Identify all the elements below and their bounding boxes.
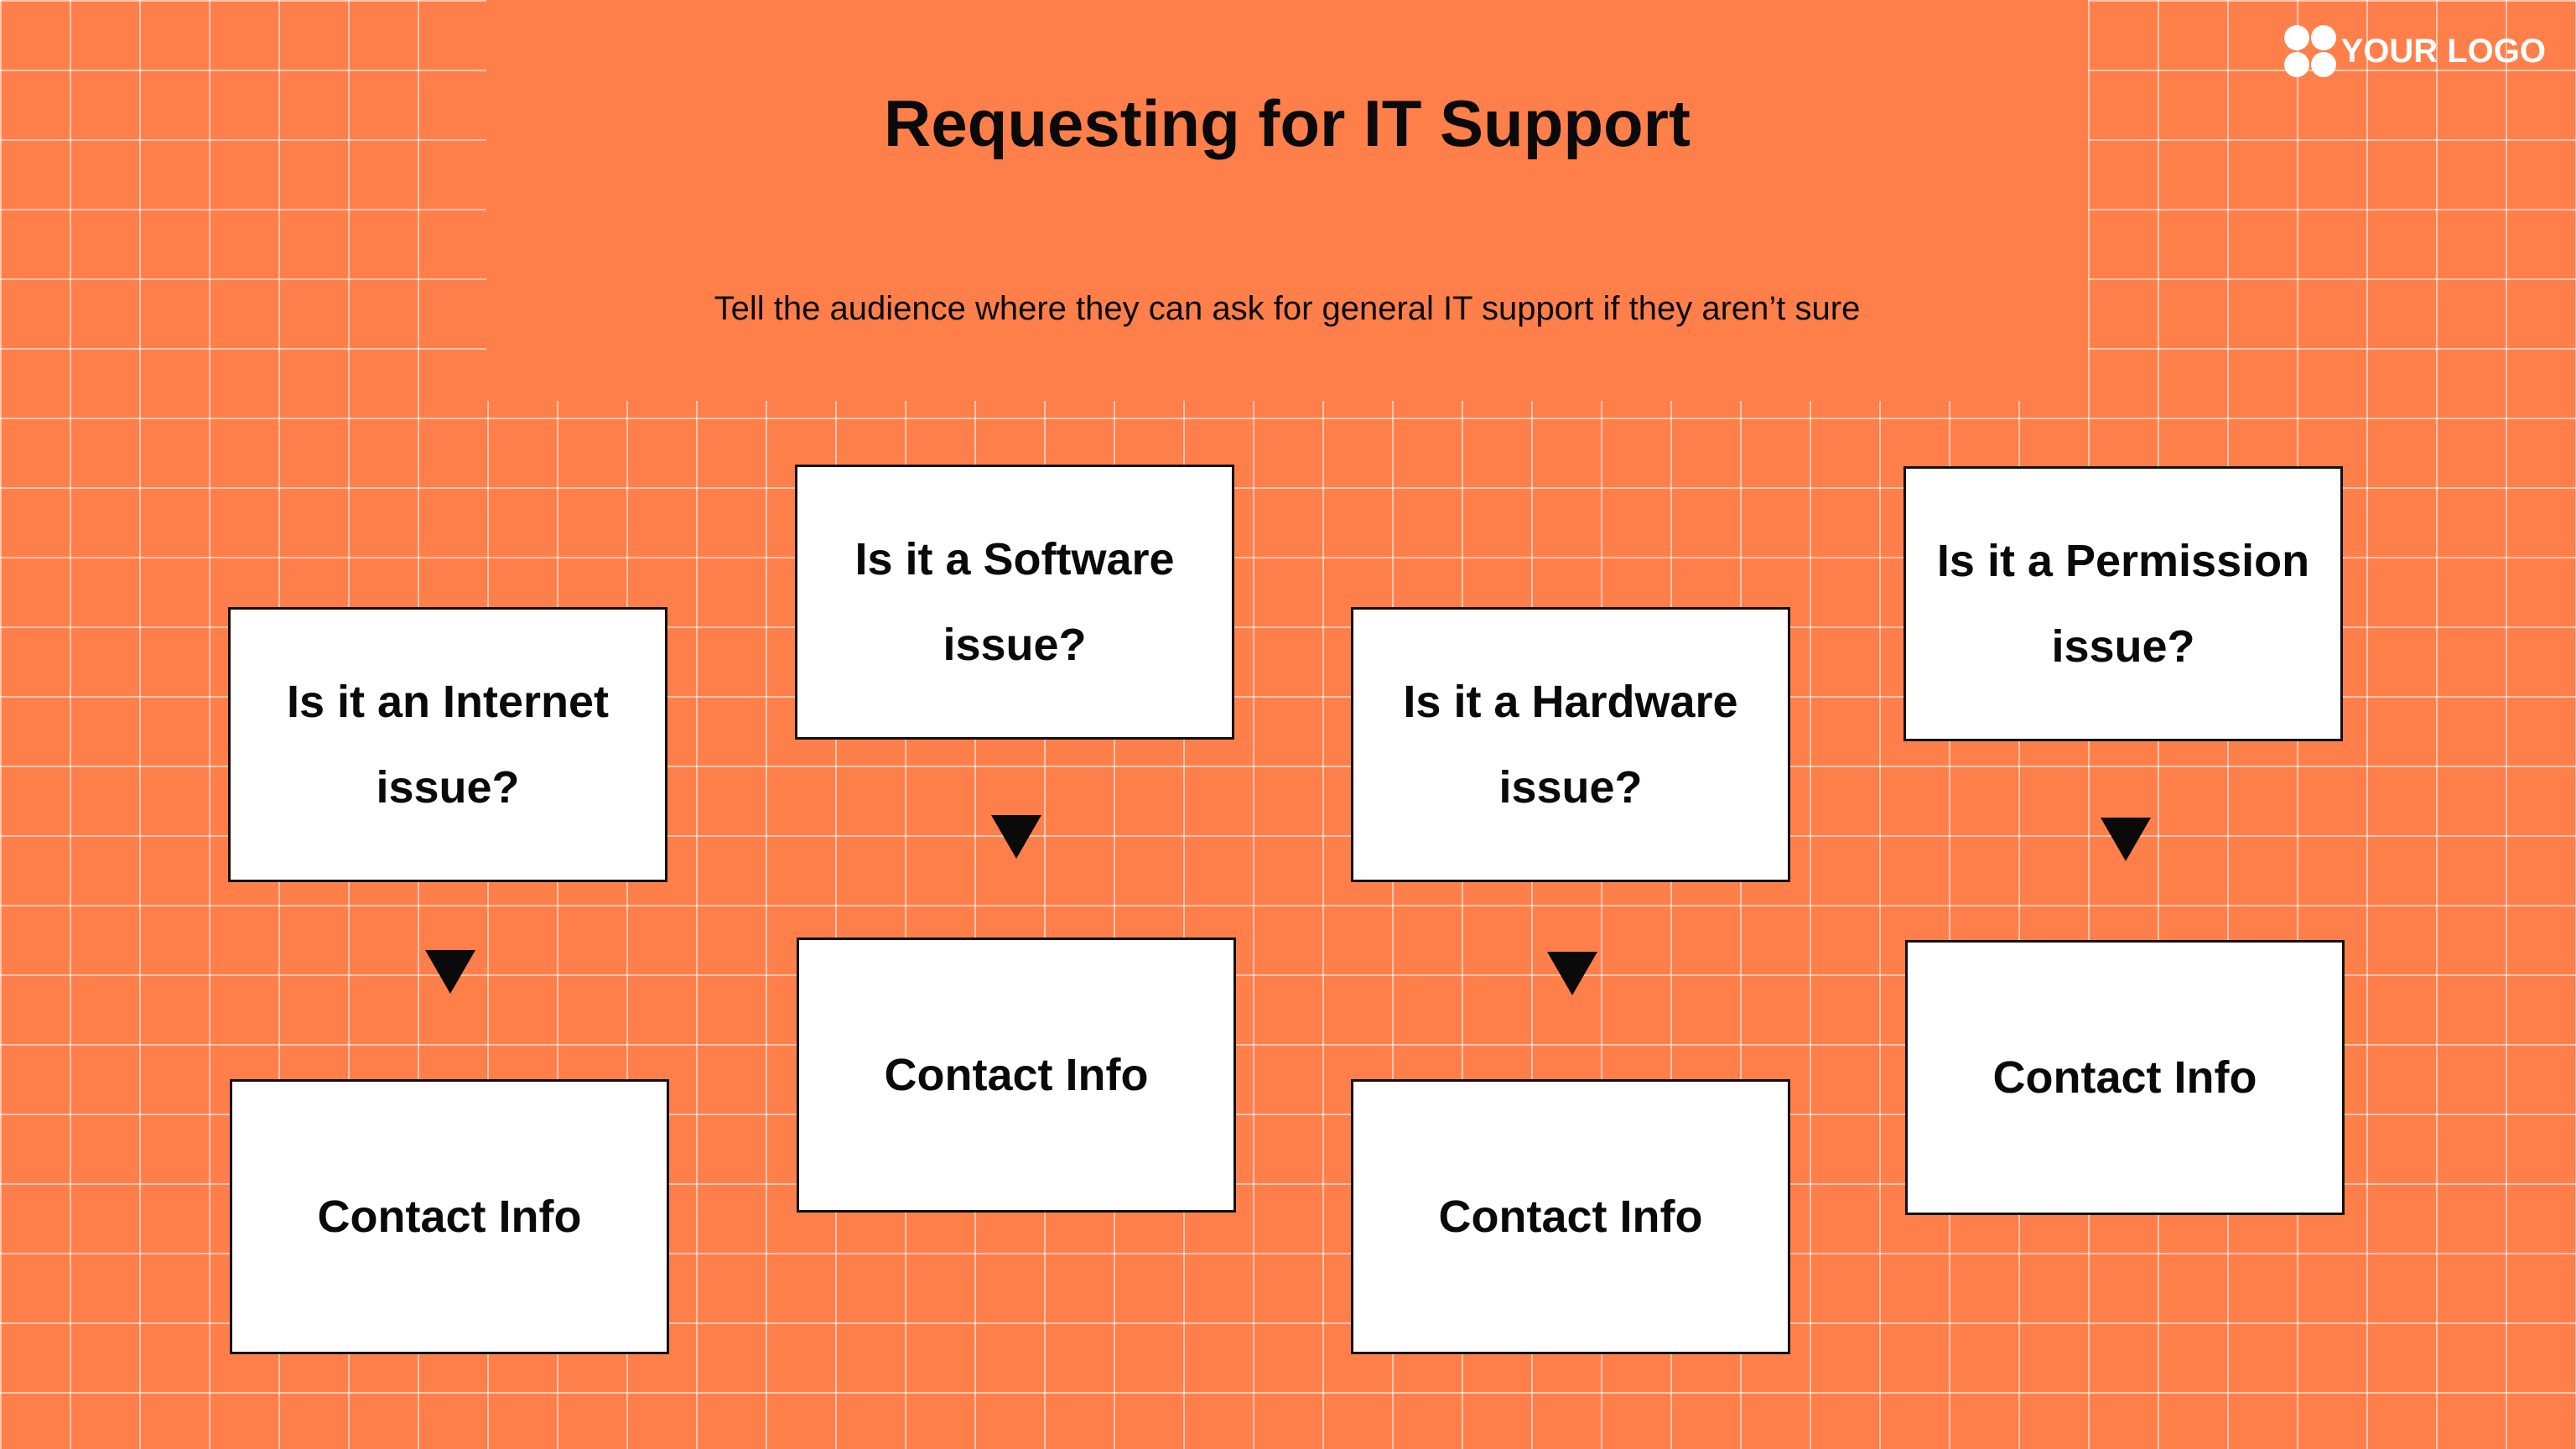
question-box-hardware: Is it a Hardware issue? — [1351, 607, 1790, 882]
down-arrow-icon — [2101, 818, 2151, 861]
contact-text: Contact Info — [1438, 1192, 1703, 1242]
contact-text: Contact Info — [1992, 1052, 2257, 1103]
question-text: Is it an Internet issue? — [286, 677, 610, 813]
down-arrow-icon — [991, 815, 1041, 859]
down-arrow-icon — [1547, 952, 1597, 995]
contact-text: Contact Info — [884, 1050, 1149, 1100]
page-title: Requesting for IT Support — [884, 86, 1690, 160]
question-box-software: Is it a Software issue? — [795, 465, 1234, 740]
page-subtitle: Tell the audience where they can ask for… — [714, 290, 1861, 327]
logo: YOUR LOGO — [2283, 25, 2546, 77]
contact-box-permission: Contact Info — [1905, 940, 2345, 1215]
contact-box-hardware: Contact Info — [1351, 1079, 1790, 1354]
question-text: Is it a Hardware issue? — [1403, 677, 1738, 813]
question-text: Is it a Software issue? — [854, 534, 1175, 670]
title-band: Requesting for IT Support Tell the audie… — [486, 0, 2088, 401]
contact-box-internet: Contact Info — [230, 1079, 669, 1354]
contact-text: Contact Info — [317, 1192, 582, 1242]
question-box-internet: Is it an Internet issue? — [228, 607, 667, 882]
four-circles-logo-icon — [2283, 25, 2336, 77]
logo-text: YOUR LOGO — [2340, 32, 2546, 70]
down-arrow-icon — [425, 950, 475, 994]
question-box-permission: Is it a Permission issue? — [1903, 466, 2343, 741]
question-text: Is it a Permission issue? — [1936, 536, 2310, 672]
contact-box-software: Contact Info — [797, 937, 1236, 1213]
